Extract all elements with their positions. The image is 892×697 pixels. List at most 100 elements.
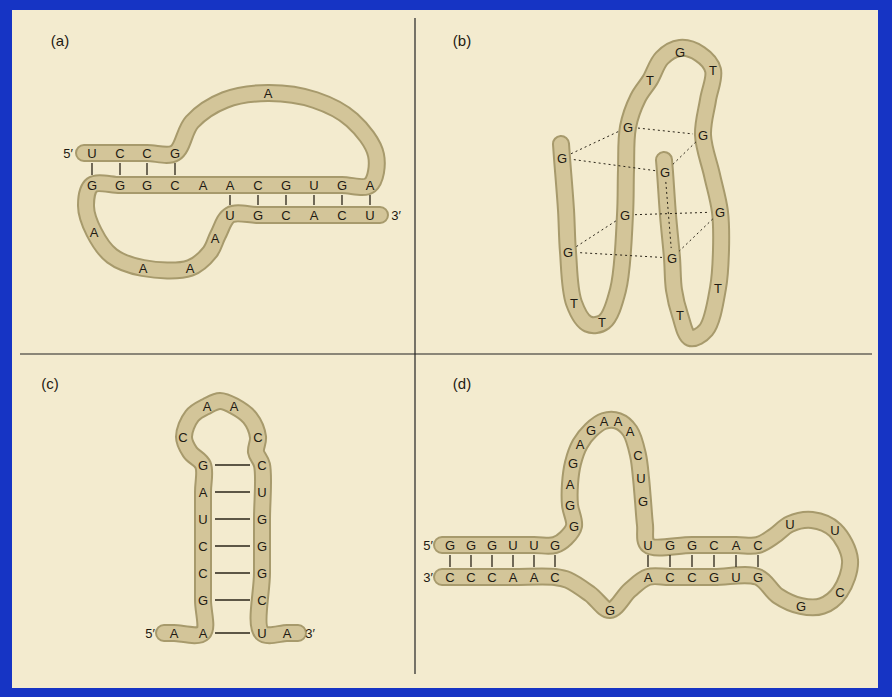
- nucleotide-letter: C: [687, 571, 696, 584]
- nucleotide-letter: A: [139, 262, 148, 275]
- nucleotide-letter: G: [115, 179, 125, 192]
- nucleotide-letter: U: [731, 571, 740, 584]
- nucleotide-letter: U: [365, 209, 374, 222]
- nucleotide-letter: G: [753, 571, 763, 584]
- nucleotide-letter: G: [198, 594, 208, 607]
- base-pair-tick: [215, 572, 250, 573]
- base-pair-tick: [215, 464, 250, 465]
- nucleotide-letter: G: [87, 179, 97, 192]
- nucleotide-letter: A: [199, 179, 208, 192]
- backbone: [561, 48, 721, 338]
- backbone: [84, 93, 380, 271]
- nucleotide-letter: C: [466, 571, 475, 584]
- base-pair-tick: [341, 195, 342, 205]
- panel-label: (d): [453, 376, 471, 391]
- nucleotide-letter: A: [211, 232, 220, 245]
- base-pair-tick: [470, 555, 471, 567]
- nucleotide-letter: G: [557, 152, 567, 165]
- nucleotide-letter: U: [830, 524, 839, 537]
- nucleotide-letter: C: [665, 571, 674, 584]
- strand-end: 3′: [305, 627, 315, 640]
- nucleotide-letter: A: [310, 209, 319, 222]
- nucleotide-letter: G: [638, 495, 648, 508]
- nucleotide-letter: A: [226, 179, 235, 192]
- backbone-edge: [164, 401, 298, 635]
- nucleotide-letter: C: [170, 179, 179, 192]
- base-pair-tick: [647, 555, 648, 567]
- nucleotide-letter: A: [614, 415, 623, 428]
- nucleotide-letter: C: [257, 459, 266, 472]
- nucleotide-letter: C: [253, 179, 262, 192]
- nucleotide-letter: G: [715, 206, 725, 219]
- base-pair-tick: [735, 555, 736, 567]
- nucleotide-letter: G: [257, 513, 267, 526]
- nucleotide-letter: G: [563, 246, 573, 259]
- nucleotide-letter: G: [698, 129, 708, 142]
- nucleotide-letter: G: [257, 567, 267, 580]
- divider: [414, 18, 415, 674]
- nucleotide-letter: A: [230, 400, 239, 413]
- nucleotide-letter: A: [509, 571, 518, 584]
- strand-end: 5′: [145, 627, 155, 640]
- strand-end: 5′: [423, 539, 433, 552]
- base-pair-tick: [713, 555, 714, 567]
- tetrad-link: [638, 128, 693, 134]
- nucleotide-letter: A: [576, 438, 585, 451]
- tetrad-link: [635, 212, 710, 214]
- strand-end: 3′: [391, 209, 401, 222]
- base-pair-tick: [757, 555, 758, 567]
- nucleotide-letter: G: [550, 539, 560, 552]
- base-pair-tick: [313, 195, 314, 205]
- nucleotide-letter: G: [466, 539, 476, 552]
- nucleotide-letter: C: [253, 431, 262, 444]
- base-pair-tick: [215, 632, 250, 633]
- nucleotide-letter: A: [566, 478, 575, 491]
- nucleotide-letter: A: [626, 425, 635, 438]
- nucleotide-letter: U: [87, 147, 96, 160]
- nucleotide-letter: A: [644, 571, 653, 584]
- nucleotide-letter: C: [198, 540, 207, 553]
- nucleotide-letter: A: [600, 415, 609, 428]
- base-pairs: [92, 128, 758, 633]
- nucleotide-letter: C: [709, 539, 718, 552]
- nucleotide-letter: G: [253, 209, 263, 222]
- nucleotide-letter: A: [283, 627, 292, 640]
- nucleotide-letter: G: [281, 179, 291, 192]
- tetrad-link: [578, 253, 662, 258]
- nucleotide-letter: G: [586, 424, 596, 437]
- base-pair-tick: [285, 195, 286, 205]
- nucleotide-letter: A: [732, 539, 741, 552]
- nucleotide-letter: G: [605, 604, 615, 617]
- strand-end: 5′: [63, 147, 73, 160]
- nucleotide-letter: T: [676, 309, 684, 322]
- base-pair-tick: [533, 555, 534, 567]
- nucleotide-letter: G: [709, 571, 719, 584]
- nucleotide-letter: A: [170, 627, 179, 640]
- nucleotide-letter: G: [687, 539, 697, 552]
- nucleotide-letter: G: [337, 179, 347, 192]
- nucleotide-letter: U: [529, 539, 538, 552]
- nucleotide-letter: G: [796, 600, 806, 613]
- base-pair-tick: [91, 163, 92, 175]
- tetrad-link: [672, 142, 696, 165]
- nucleotide-letter: G: [445, 539, 455, 552]
- nucleotide-letter: C: [487, 571, 496, 584]
- base-pair-tick: [691, 555, 692, 567]
- panel-label: (c): [41, 376, 59, 391]
- base-pair-tick: [229, 195, 230, 205]
- nucleotide-letter: U: [636, 472, 645, 485]
- nucleotide-letter: C: [337, 209, 346, 222]
- panel-ground: [12, 10, 878, 688]
- base-pair-tick: [491, 555, 492, 567]
- nucleotide-letter: A: [186, 262, 195, 275]
- base-pair-tick: [174, 163, 175, 175]
- base-pair-tick: [369, 195, 370, 205]
- nucleotide-letter: G: [170, 147, 180, 160]
- panel-label: (b): [453, 33, 471, 48]
- nucleotide-letter: U: [508, 539, 517, 552]
- base-pair-tick: [119, 163, 120, 175]
- backbones: [84, 48, 850, 635]
- nucleotide-letter: T: [646, 74, 654, 87]
